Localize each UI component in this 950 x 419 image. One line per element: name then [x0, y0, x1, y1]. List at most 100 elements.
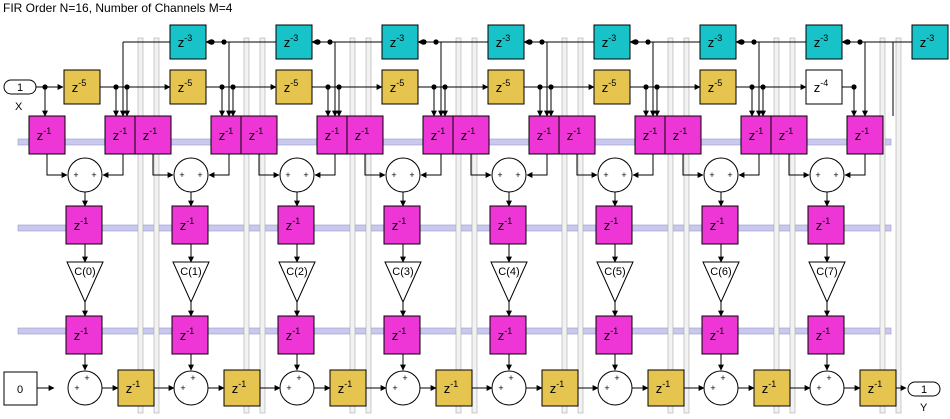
plus-sign: +	[497, 170, 502, 180]
delay-low-2-box	[277, 315, 315, 355]
plus-sign: +	[402, 373, 407, 383]
vertical-bus	[349, 37, 356, 414]
sum-pair-1: ++	[173, 157, 209, 193]
delay-accum-7-label: z-1	[868, 379, 883, 396]
delay-mid-3: z-1	[383, 205, 421, 245]
delay-cyan-4-box	[593, 24, 631, 60]
sum-pair-2-circle	[279, 157, 315, 193]
delay-pair-right-6-label: z-1	[749, 126, 764, 143]
delay-cyan-4: z-3	[593, 24, 631, 60]
delay-top-4: z-5	[487, 69, 525, 105]
plus-sign: +	[614, 373, 619, 383]
vertical-bus	[667, 37, 674, 414]
delay-low-5-box	[595, 315, 633, 355]
junction-dot	[645, 39, 651, 45]
plus-sign: +	[727, 170, 732, 180]
vertical-bus	[789, 37, 796, 414]
delay-cyan-7-label: z-3	[920, 33, 935, 50]
delay-pair-left-4: z-1	[452, 115, 490, 155]
sum-pair-4-circle	[491, 157, 527, 193]
gain-7-triangle	[808, 261, 846, 304]
sum-pair-7: ++	[809, 157, 845, 193]
delay-mid-5-box	[595, 205, 633, 245]
plus-sign: +	[833, 170, 838, 180]
gain-6: C(6)	[702, 261, 740, 304]
gain-7: C(7)	[808, 261, 846, 304]
delay-top-1-box	[169, 69, 207, 105]
plus-sign: +	[180, 383, 185, 393]
vertical-bus	[577, 37, 584, 414]
sum-pair-2: ++	[279, 157, 315, 193]
delay-top-6-box	[699, 69, 737, 105]
sum-accum-1: ++	[173, 370, 209, 406]
delay-accum-3-box	[435, 369, 473, 407]
delay-low-0: z-1	[65, 315, 103, 355]
delay-top-2-label: z-5	[284, 78, 299, 95]
delay-low-0-box	[65, 315, 103, 355]
plus-sign: +	[303, 170, 308, 180]
delay-top-2-box	[275, 69, 313, 105]
delay-cyan-3-label: z-3	[496, 33, 511, 50]
plus-sign: +	[74, 383, 79, 393]
gain-6-label: C(6)	[710, 266, 731, 278]
gain-4: C(4)	[490, 261, 528, 304]
delay-pair-left-0: z-1	[28, 115, 66, 155]
delay-top-0-box	[63, 69, 101, 105]
plus-sign: +	[73, 170, 78, 180]
sum-pair-0-circle	[67, 157, 103, 193]
plus-sign: +	[709, 170, 714, 180]
delay-mid-6: z-1	[701, 205, 739, 245]
delay-top-1-label: z-5	[178, 78, 193, 95]
wire-to-sum	[526, 154, 548, 178]
junction-dot	[527, 39, 533, 45]
input-port-x: 1	[3, 79, 37, 95]
input-port-x-number: 1	[17, 82, 23, 94]
delay-pair-left-0-box	[28, 115, 66, 155]
delay-accum-3-label: z-1	[444, 379, 459, 396]
plus-sign: +	[84, 373, 89, 383]
delay-pair-left-6-box	[664, 115, 702, 155]
plus-sign: +	[498, 383, 503, 393]
delay-mid-7: z-1	[807, 205, 845, 245]
delay-top-7-label: z-4	[814, 78, 829, 95]
gain-7-label: C(7)	[816, 266, 837, 278]
delay-pair-left-5-box	[558, 115, 596, 155]
delay-cyan-5-box	[699, 24, 737, 60]
delay-mid-4: z-1	[489, 205, 527, 245]
sum-accum-5: ++	[597, 370, 633, 406]
delay-top-7-box	[805, 69, 843, 105]
gain-5-label: C(5)	[604, 266, 625, 278]
delay-low-5: z-1	[595, 315, 633, 355]
constant-box	[3, 371, 38, 406]
delay-pair-left-7: z-1	[770, 115, 808, 155]
delay-pair-right-5-label: z-1	[643, 126, 658, 143]
plus-sign: +	[603, 170, 608, 180]
delay-accum-5-label: z-1	[656, 379, 671, 396]
plus-sign: +	[826, 373, 831, 383]
plus-sign: +	[710, 383, 715, 393]
sum-pair-0: ++	[67, 157, 103, 193]
junction-dot	[209, 39, 215, 45]
delay-low-4: z-1	[489, 315, 527, 355]
junction-dot	[857, 39, 863, 45]
delay-top-5: z-5	[593, 69, 631, 105]
sum-accum-2-circle	[279, 370, 315, 406]
delay-low-5-label: z-1	[604, 326, 619, 343]
delay-top-4-label: z-5	[496, 78, 511, 95]
sum-pair-1-circle	[173, 157, 209, 193]
delay-pair-right-7-label: z-1	[855, 126, 870, 143]
delay-pair-left-6-label: z-1	[673, 126, 688, 143]
delay-pair-left-7-box	[770, 115, 808, 155]
gain-6-triangle	[702, 261, 740, 304]
wire-to-sum	[632, 154, 654, 178]
constant-zero: 0	[3, 371, 38, 406]
delay-mid-1-label: z-1	[180, 216, 195, 233]
wire-to-sum	[576, 154, 598, 178]
delay-accum-6: z-1	[753, 369, 791, 407]
delay-pair-left-1-label: z-1	[143, 126, 158, 143]
delay-accum-2-box	[329, 369, 367, 407]
delay-mid-0: z-1	[65, 205, 103, 245]
vertical-bus	[879, 37, 886, 414]
sum-accum-5-circle	[597, 370, 633, 406]
delay-accum-5-box	[647, 369, 685, 407]
